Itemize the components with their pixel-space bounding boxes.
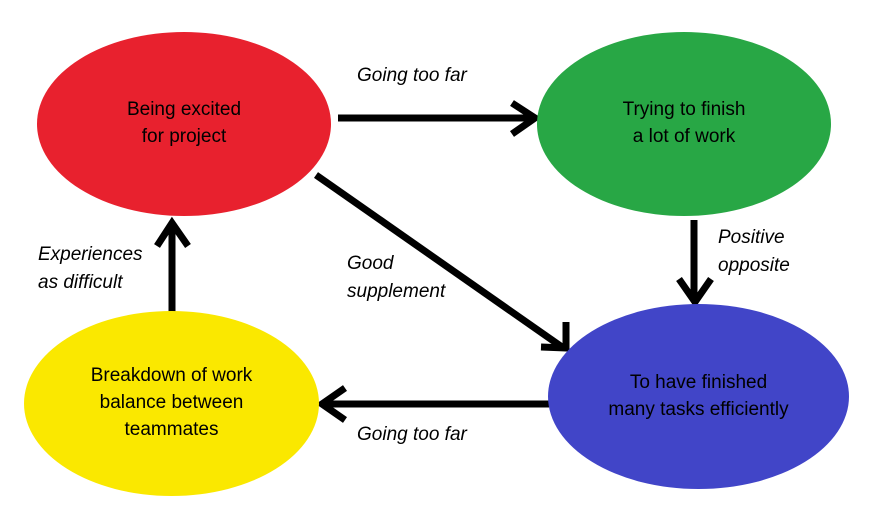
arrow-breakdown-to-excited [154,216,191,312]
arrow-finish-to-efficient [676,220,714,309]
node-to-have-finished-many-tasks-efficiently[interactable]: To have finished many tasks efficiently [548,304,849,489]
node-label-to-have-finished-many-tasks-efficiently: To have finished many tasks efficiently [608,371,789,420]
edge-label-efficient-to-breakdown: Going too far [357,424,467,445]
node-label-breakdown-of-work-balance: Breakdown of work balance between teamma… [90,365,253,440]
arrow-efficient-to-breakdown [315,385,549,423]
node-breakdown-of-work-balance[interactable]: Breakdown of work balance between teamma… [24,311,319,496]
node-label-trying-to-finish-a-lot-of-work: Trying to finish a lot of work [622,99,746,147]
edge-label-breakdown-to-excited: Experiences as difficult [38,244,143,293]
node-trying-to-finish-a-lot-of-work[interactable]: Trying to finish a lot of work [537,32,831,216]
arrow-excited-to-finish [338,100,542,137]
edge-label-finish-to-efficient: Positive opposite [718,227,790,276]
edge-label-excited-to-efficient: Good supplement [347,253,446,302]
node-label-being-excited-for-project: Being excited for project [126,99,242,147]
node-being-excited-for-project[interactable]: Being excited for project [37,32,331,216]
edge-label-excited-to-finish: Going too far [357,65,467,86]
